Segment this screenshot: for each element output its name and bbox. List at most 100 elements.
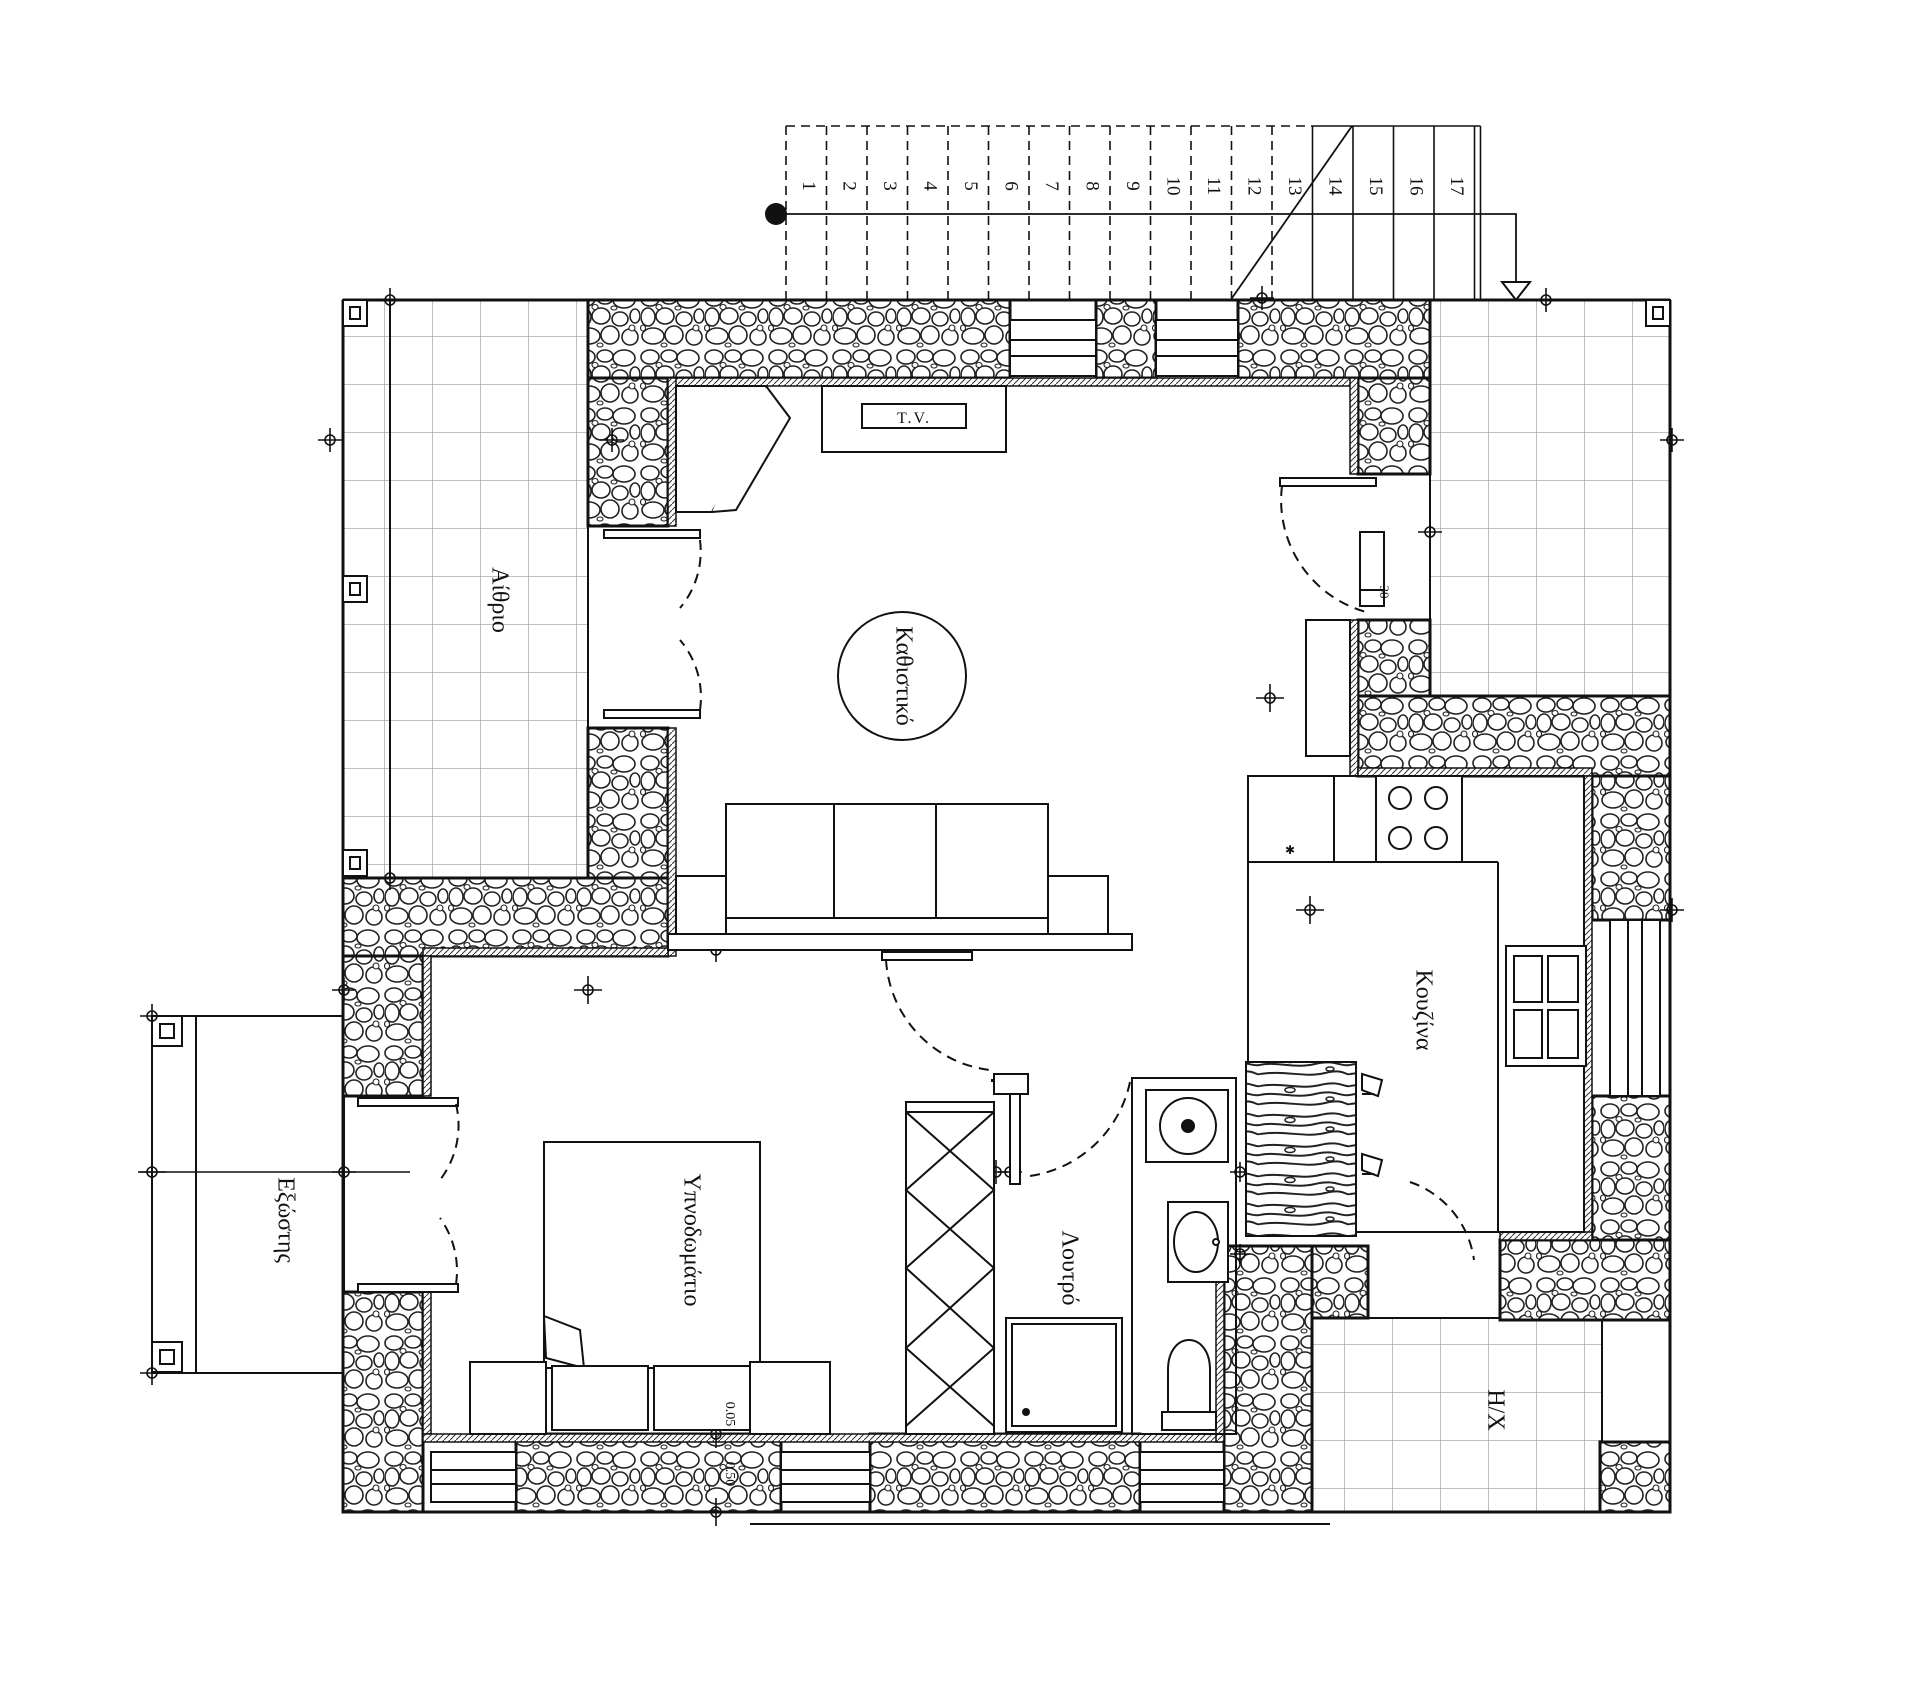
stair-step-number: 6: [1001, 181, 1022, 191]
door-balcony-upper: [357, 1097, 459, 1107]
wall-bottom-4: [1310, 1244, 1370, 1320]
door-atrium-lower: [603, 709, 701, 719]
window-bottom-1: [430, 1451, 517, 1503]
stair-step-number: 7: [1041, 181, 1062, 191]
stair-step-number: 4: [920, 181, 941, 191]
hx-label: Η/Χ: [1482, 1389, 1508, 1430]
fridge: [1247, 775, 1335, 863]
window-top-1: [1009, 319, 1097, 377]
stair-direction-arrow: [1499, 281, 1533, 302]
wall-kitchen-top: [1356, 694, 1672, 778]
sofa: [675, 803, 1109, 935]
wall-living-bottom: [341, 876, 670, 958]
tv-label: T.V.: [897, 410, 931, 427]
wall-top-mid: [1094, 298, 1158, 380]
bedside-right: [749, 1361, 831, 1435]
living-room-label-circle: Καθιστικό: [837, 611, 967, 741]
wall-bottom-3: [1222, 1244, 1314, 1514]
bathroom-label: Λουτρό: [1056, 1231, 1082, 1306]
dim-30: 30: [1377, 586, 1392, 599]
wall-left-lower: [341, 1290, 425, 1514]
stair-step-number: 14: [1325, 177, 1346, 197]
inner-wall-lining: [422, 377, 1593, 1443]
window-bottom-2: [780, 1451, 871, 1503]
stair-step-number: 2: [839, 181, 860, 191]
windows: [430, 319, 1661, 1503]
crosshair-marker: [1296, 896, 1324, 924]
window-bottom-3: [1139, 1451, 1225, 1503]
posts: [151, 299, 1671, 1373]
atrium-label: Αίθριο: [486, 567, 512, 633]
dim-050: 0.50: [722, 1462, 737, 1487]
window-top-2: [1155, 319, 1239, 377]
stair-step-number: 3: [879, 181, 900, 191]
stair-step-number: 9: [1122, 181, 1143, 191]
bedroom-label: Υπνοδωμάτιο: [678, 1174, 704, 1307]
balcony-label: Εξώστης: [272, 1177, 298, 1263]
door-kitchen: [1409, 1181, 1475, 1261]
wall-bottom-2: [868, 1432, 1142, 1514]
atrium-tiles: [342, 299, 589, 879]
tv-unit: T.V.: [821, 385, 1007, 453]
pillow-left: [551, 1365, 649, 1431]
bedside-left: [469, 1361, 547, 1435]
wall-kitchen-right-upper: [1590, 774, 1672, 922]
door-right-terrace: [1279, 477, 1377, 487]
stair-step-number: 11: [1203, 177, 1224, 195]
stair-step-number: 1: [798, 181, 819, 191]
bedroom-furniture: [469, 1073, 1029, 1435]
stair-step-number: 5: [960, 181, 981, 191]
dimension-texts: 30 0.05 0.50: [722, 586, 1392, 1487]
crosshair-marker: [600, 428, 624, 452]
dim-005: 0.05: [722, 1402, 737, 1427]
kitchen-fixtures: ✱: [1245, 619, 1587, 1237]
living-room-label: Καθιστικό: [890, 626, 916, 726]
wall-kitchen-bottom: [1498, 1238, 1672, 1322]
balcony-outline: [151, 1015, 345, 1374]
door-atrium-upper: [603, 529, 701, 539]
crosshair-marker: [140, 1361, 164, 1385]
wall-bottom-right: [1598, 1440, 1672, 1514]
kitchen-label: Κουζίνα: [1410, 969, 1436, 1050]
crosshair-marker: [702, 1498, 730, 1526]
toilet-tank: [1161, 1411, 1217, 1431]
hall-column: [993, 1073, 1029, 1095]
kitchen-table: [1245, 1061, 1357, 1237]
door-balcony-lower: [357, 1283, 459, 1293]
stair-break-line: [1231, 125, 1353, 299]
stair-direction-line: [776, 213, 1517, 290]
crosshair-marker: [1660, 898, 1684, 922]
crosshair-marker: [1418, 520, 1442, 544]
stair-step-number: 15: [1365, 177, 1386, 196]
stair-step-number: 13: [1284, 177, 1305, 196]
crosshair-marker: [332, 978, 356, 1002]
stair-step-number: 12: [1244, 177, 1265, 196]
wall-right-upper: [1356, 376, 1432, 476]
wall-bottom-1: [514, 1432, 783, 1514]
terrace-right-tiles: [1429, 299, 1671, 697]
cooktop: [1375, 775, 1463, 863]
crosshair-marker: [1534, 288, 1558, 312]
crosshair-marker: [1250, 286, 1274, 310]
hx-tiles: [1311, 1317, 1603, 1513]
svg-text:✱: ✱: [1285, 843, 1295, 857]
stair-step-number: 16: [1406, 177, 1427, 196]
door-bedroom-hall: [881, 951, 973, 961]
stone-walls: [341, 298, 1672, 1514]
wall-top-right: [1236, 298, 1432, 380]
bathroom-fixtures: [1005, 1077, 1237, 1435]
pillow-right: [653, 1365, 751, 1431]
wall-top-left: [586, 298, 1012, 380]
window-kitchen-right: [1609, 919, 1661, 1097]
stair-step-number: 8: [1082, 181, 1103, 191]
crosshair-marker: [378, 866, 402, 890]
stair-step-number: 17: [1446, 177, 1467, 196]
balcony-dimension-lines: [140, 1015, 410, 1374]
toilet: [1167, 1339, 1211, 1413]
side-counter: [1305, 619, 1351, 757]
wall-living-left-upper: [586, 376, 670, 528]
crosshair-marker: [378, 288, 402, 312]
door-bathroom: [1009, 1083, 1021, 1185]
